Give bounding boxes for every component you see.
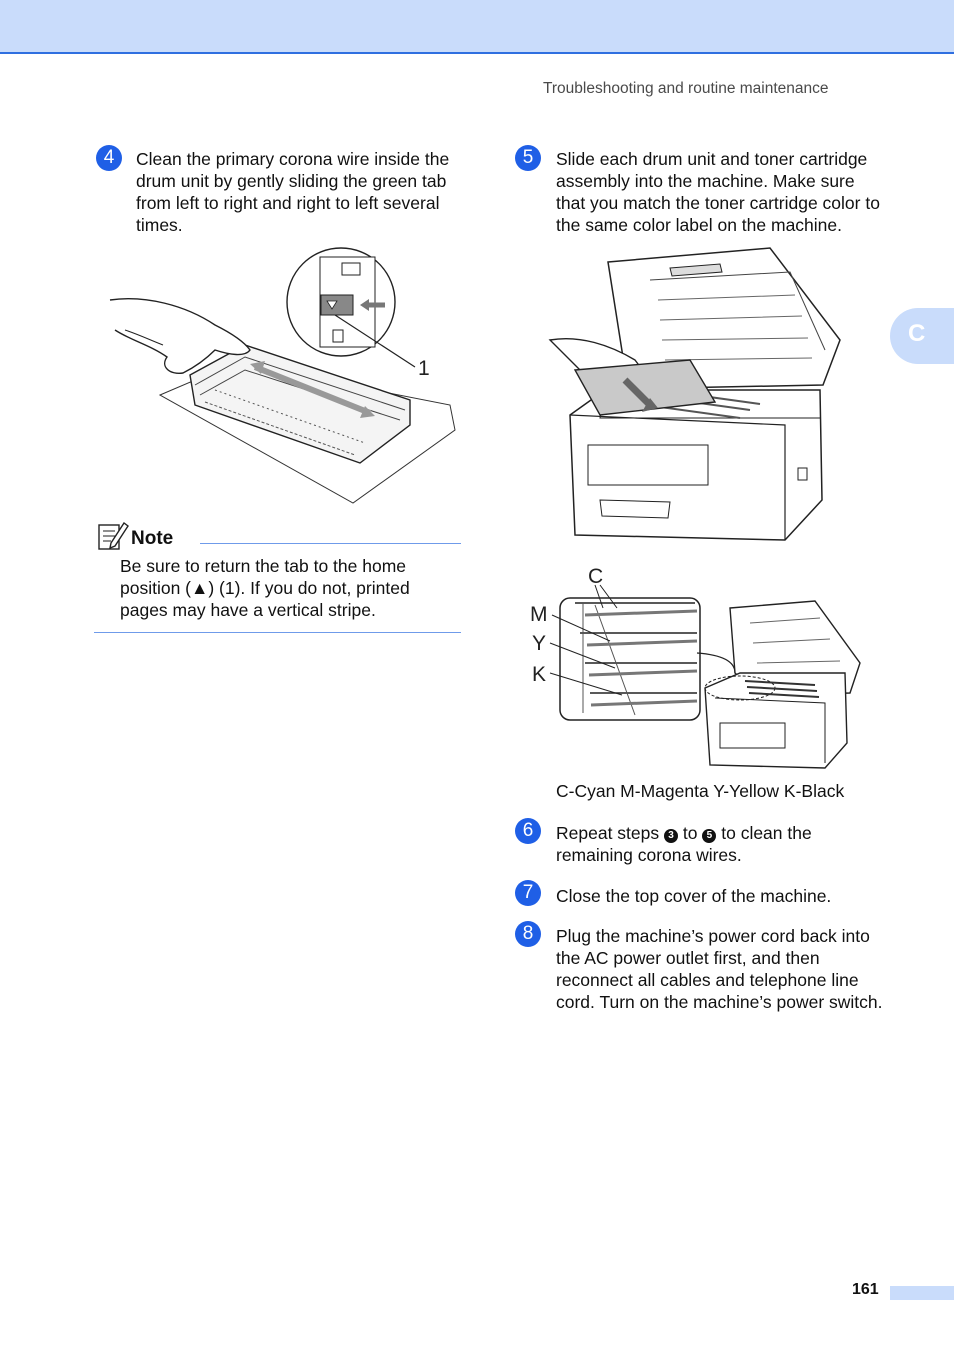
label-c: C [588,565,603,588]
step-ref-3: 3 [664,829,678,843]
step-7-text: Close the top cover of the machine. [556,886,832,906]
note-rule-top [200,543,461,544]
machine-insert-figure [548,247,841,541]
step-6-text-after: to clean the remaining corona wires. [556,823,812,865]
note-pencil-icon [98,521,129,550]
step-7-badge: 7 [515,880,541,906]
step-6-text-before: Repeat steps [556,823,660,843]
label-y: Y [532,632,546,655]
step-ref-5: 5 [702,829,717,843]
note-title: Note [131,528,174,549]
step-4-badge: 4 [96,145,122,171]
label-k: K [532,663,546,686]
step-8-badge: 8 [515,921,541,947]
note-text: Be sure to return the tab to the home po… [120,556,410,620]
step-6-text: Repeat steps 3 to 5 to clean the remaini… [556,822,886,866]
label-m: M [530,603,548,626]
color-slot-figure: C M Y K [530,565,861,769]
note-rule-bottom [94,632,461,633]
figure1-callout: 1 [418,357,430,380]
chapter-tab-label: C [908,320,926,347]
running-head: Troubleshooting and routine maintenance [543,80,829,97]
chapter-tab: C [890,308,954,364]
step-4-text: Clean the primary corona wire inside the… [136,149,450,235]
step-8-text: Plug the machine’s power cord back into … [556,926,883,1012]
drum-unit-figure: 1 [109,247,456,504]
step-5-badge: 5 [515,145,541,171]
step-5-text: Slide each drum unit and toner cartridge… [556,149,880,235]
page-number: 161 [852,1281,879,1298]
page-tab [890,1286,954,1300]
step-6-badge: 6 [515,818,541,844]
header-bar [0,0,954,54]
figure-caption: C-Cyan M-Magenta Y-Yellow K-Black [556,781,845,801]
step-6-text-mid: to [682,823,698,843]
